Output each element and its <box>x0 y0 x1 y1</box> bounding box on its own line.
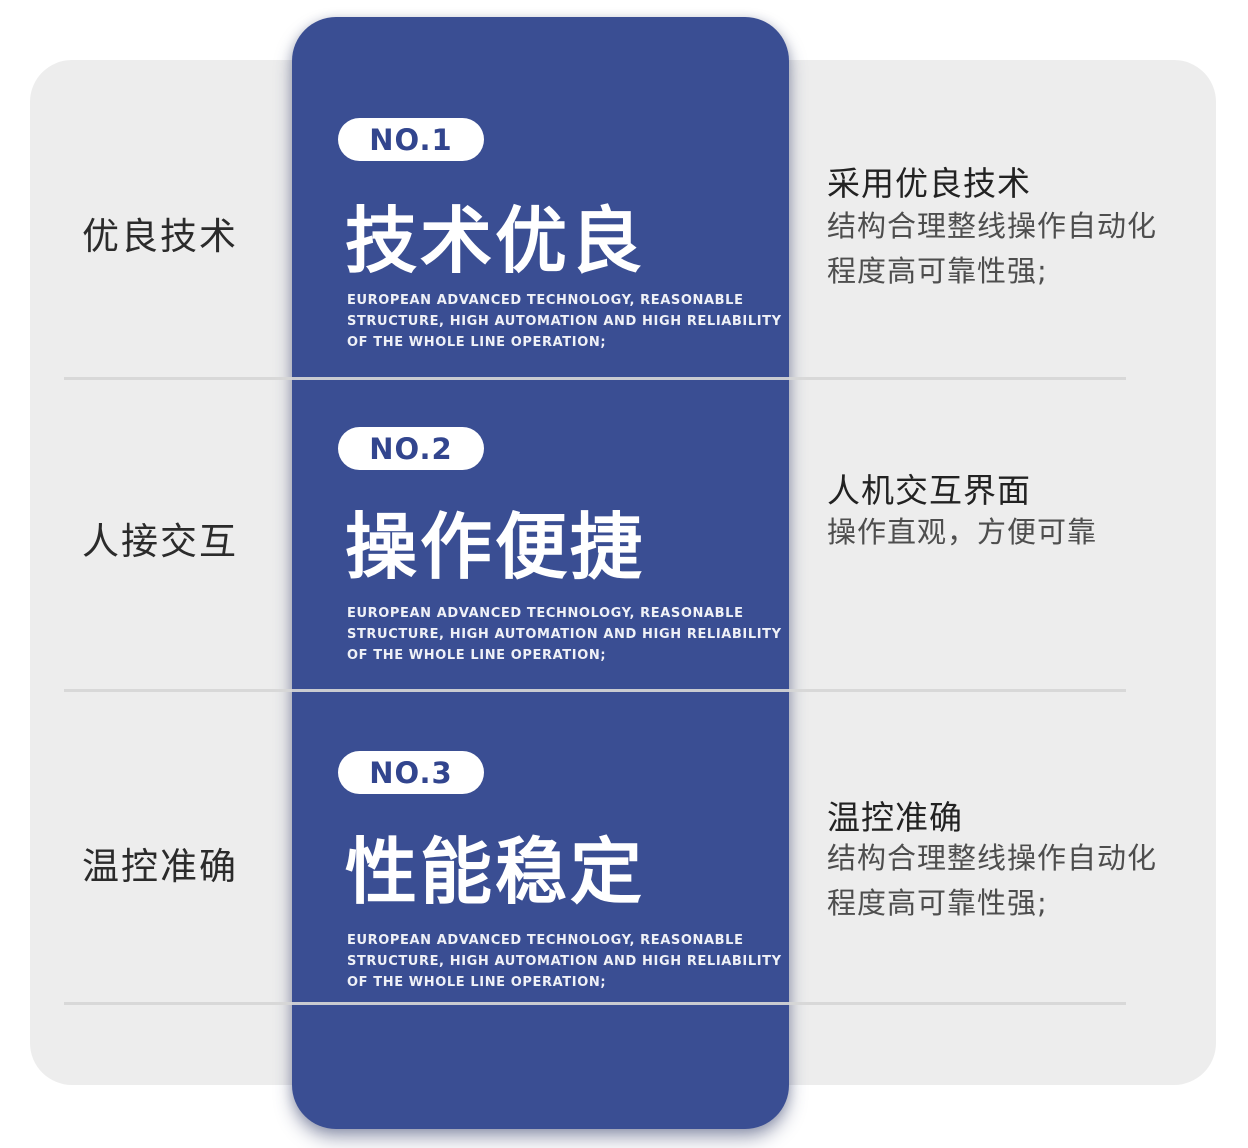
feature-title-2: 操作便捷 <box>345 505 646 589</box>
right-body-2: 操作直观，方便可靠 <box>827 515 1098 549</box>
right-body-3: 结构合理整线操作自动化 程度高可靠性强; <box>827 841 1158 920</box>
section-divider-2 <box>64 689 1126 692</box>
right-heading-3: 温控准确 <box>827 798 963 837</box>
blue-feature-panel <box>292 17 789 1129</box>
side-label-3: 温控准确 <box>82 845 238 888</box>
feature-subtitle-en-2: EUROPEAN ADVANCED TECHNOLOGY, REASONABLE… <box>347 606 782 664</box>
right-body-1: 结构合理整线操作自动化 程度高可靠性强; <box>827 209 1158 288</box>
rank-badge-1-text: NO.1 <box>369 122 453 157</box>
rank-badge-2-text: NO.2 <box>369 431 453 466</box>
rank-badge-3: NO.3 <box>338 751 484 794</box>
section-divider-1 <box>64 377 1126 380</box>
side-label-2: 人接交互 <box>82 520 238 563</box>
rank-badge-3-text: NO.3 <box>369 755 453 790</box>
right-heading-2: 人机交互界面 <box>827 471 1031 510</box>
rank-badge-1: NO.1 <box>338 118 484 161</box>
feature-title-3: 性能稳定 <box>345 830 646 914</box>
section-divider-3 <box>64 1002 1126 1005</box>
feature-title-1: 技术优良 <box>345 199 646 283</box>
rank-badge-2: NO.2 <box>338 427 484 470</box>
side-label-1: 优良技术 <box>82 215 238 258</box>
feature-subtitle-en-3: EUROPEAN ADVANCED TECHNOLOGY, REASONABLE… <box>347 933 782 991</box>
right-heading-1: 采用优良技术 <box>827 164 1031 203</box>
feature-subtitle-en-1: EUROPEAN ADVANCED TECHNOLOGY, REASONABLE… <box>347 293 782 351</box>
